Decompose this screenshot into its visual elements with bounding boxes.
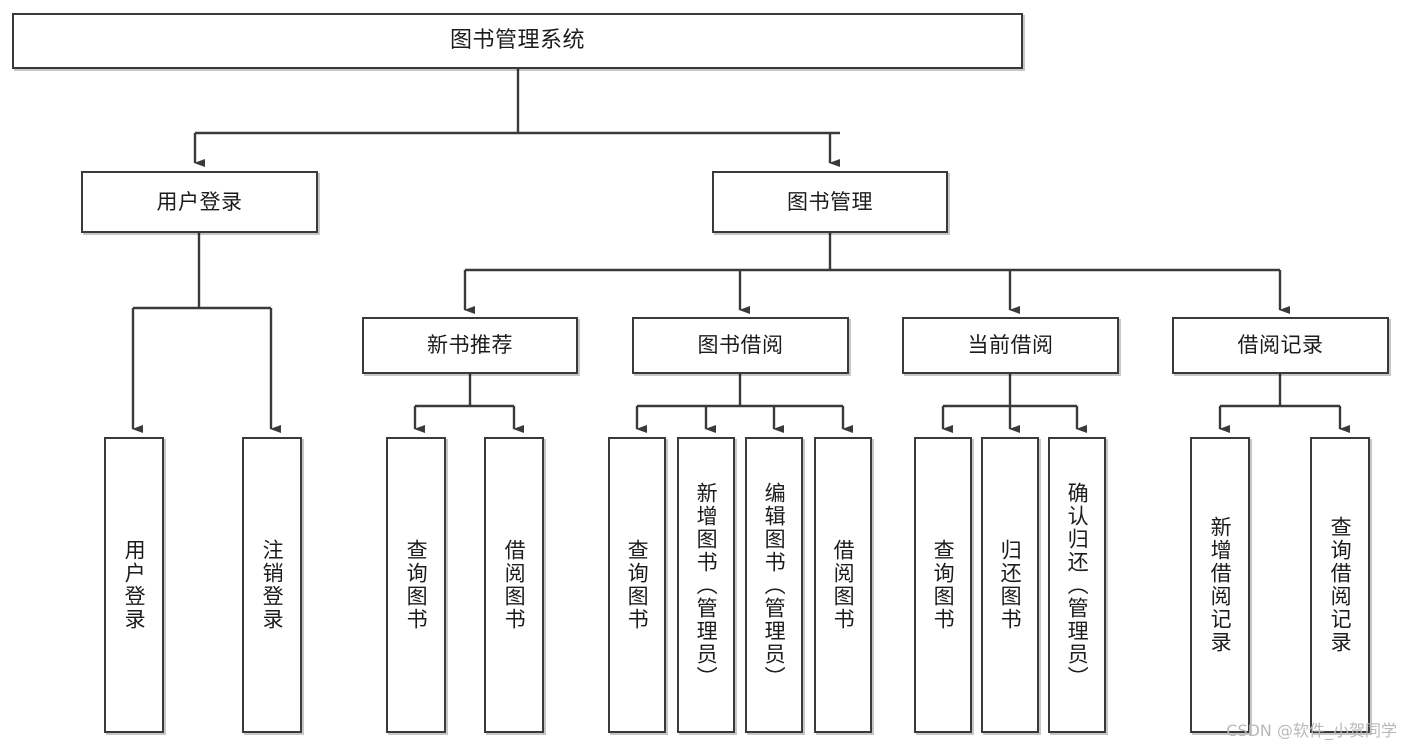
node-label: 查询借阅记录 [1328,516,1353,654]
node-label: 编辑图书（管理员） [762,481,787,689]
node-label: 图书管理 [787,189,873,214]
watermark-text: CSDN @软件_小贺同学 [1226,721,1397,740]
leaf-record-search[interactable]: 查询借阅记录 [1310,437,1370,733]
leaf-recommend-query-book[interactable]: 查询图书 [386,437,446,733]
node-label: 注销登录 [260,539,285,631]
node-user-login[interactable]: 用户登录 [81,171,318,233]
node-label: 借阅图书 [831,539,856,631]
node-label: 查询图书 [404,539,429,631]
node-new-book-recommend[interactable]: 新书推荐 [362,317,578,374]
node-book-borrow[interactable]: 图书借阅 [632,317,849,374]
node-borrow-record[interactable]: 借阅记录 [1172,317,1389,374]
leaf-user-logout[interactable]: 注销登录 [242,437,302,733]
leaf-borrow-add-book[interactable]: 新增图书（管理员） [677,437,735,733]
node-label: 归还图书 [998,539,1023,631]
node-current-borrow[interactable]: 当前借阅 [902,317,1119,374]
leaf-recommend-borrow-book[interactable]: 借阅图书 [484,437,544,733]
leaf-borrow-edit-book[interactable]: 编辑图书（管理员） [745,437,803,733]
leaf-current-return-book[interactable]: 归还图书 [981,437,1039,733]
leaf-borrow-query-book[interactable]: 查询图书 [608,437,666,733]
node-label: 新增图书（管理员） [694,481,719,689]
leaf-record-add[interactable]: 新增借阅记录 [1190,437,1250,733]
node-book-management[interactable]: 图书管理 [712,171,948,233]
node-label: 图书管理系统 [449,28,585,54]
node-label: 查询图书 [625,539,650,631]
node-label: 新书推荐 [427,333,513,358]
node-label: 借阅记录 [1237,333,1324,358]
leaf-user-login[interactable]: 用户登录 [104,437,164,733]
leaf-current-query-book[interactable]: 查询图书 [914,437,972,733]
node-label: 用户登录 [156,189,243,214]
leaf-current-confirm-return[interactable]: 确认归还（管理员） [1048,437,1106,733]
node-label: 查询图书 [931,539,956,631]
node-label: 新增借阅记录 [1208,516,1233,654]
leaf-borrow-lend-book[interactable]: 借阅图书 [814,437,872,733]
node-label: 图书借阅 [697,333,784,358]
node-label: 用户登录 [122,539,147,631]
node-label: 当前借阅 [967,333,1054,358]
node-label: 借阅图书 [502,539,527,631]
node-root-system[interactable]: 图书管理系统 [12,13,1023,69]
node-label: 确认归还（管理员） [1065,481,1090,689]
